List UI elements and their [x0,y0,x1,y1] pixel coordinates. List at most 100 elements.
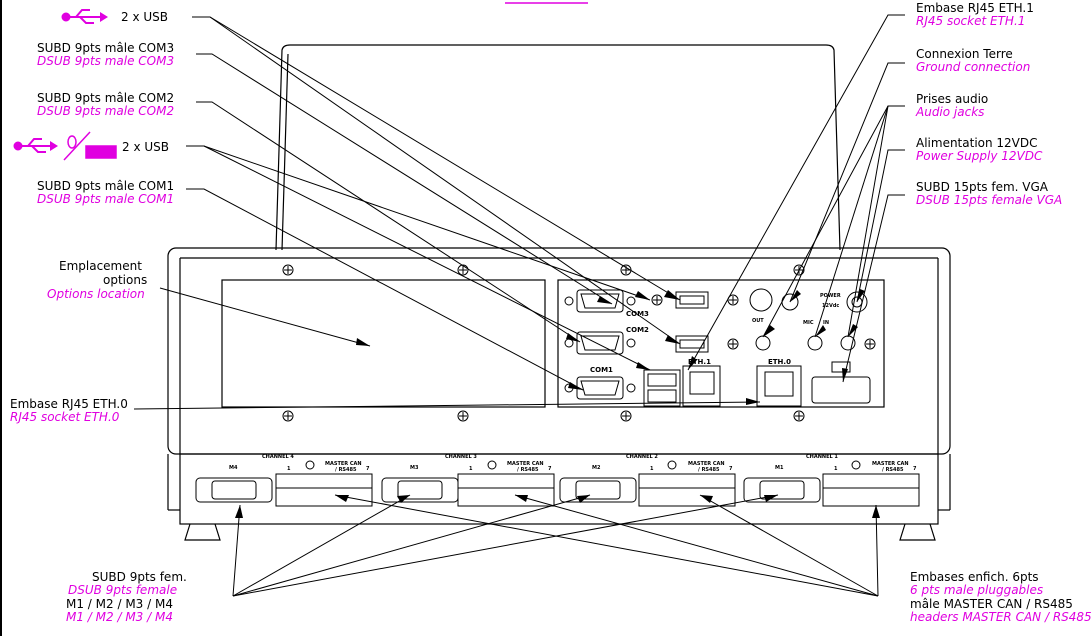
power-label-fr: Alimentation 12VDC [916,136,1038,150]
io-connectors [643,288,871,407]
left-callouts: 2 x USB SUBD 9pts mâle COM3 DSUB 9pts ma… [10,10,187,624]
usb-mid-label: 2 x USB [122,140,169,154]
com2-label-fr: SUBD 9pts mâle COM2 [37,91,174,105]
master-can-label: MASTER CAN [688,461,725,467]
usb-port-top-2 [675,335,709,353]
options-label-fr-2: options [103,273,147,287]
screw-icon [793,410,805,422]
com3-label-en: DSUB 9pts male COM3 [37,54,174,68]
com2-label: COM2 [626,326,649,334]
rs485-label: / RS485 [517,467,539,473]
module-label: M4 [229,465,238,471]
device-outline [167,44,951,541]
com1-label: COM1 [590,366,613,374]
audio-label-fr: Prises audio [916,92,988,106]
subd-label-fr: SUBD 9pts fem. [92,570,187,584]
channel-label: CHANNEL 1 [806,454,838,460]
subd-models-label-en: M1 / M2 / M3 / M4 [66,610,173,624]
screw-icon [282,410,294,422]
arrowheads [235,289,880,518]
ground-label-fr: Connexion Terre [916,47,1013,61]
leader-lines [133,14,905,597]
usb-icon [61,9,108,24]
com2-label-en: DSUB 9pts male COM2 [37,104,174,118]
pin-7-label: 7 [729,466,733,472]
panel-labels: COM3 COM2 COM1 ETH.1 ETH.0 OUT MIC IN PO… [590,293,841,374]
usb-top-label: 2 x USB [121,10,168,24]
master-can-header-2 [638,473,736,507]
ground-symbol-icon [749,288,773,312]
mouse-keyboard-icon [63,131,117,161]
out-label: OUT [752,318,764,324]
m1-dsub-connector [743,477,821,503]
channel-label: CHANNEL 3 [445,454,477,460]
pin-7-label: 7 [913,466,917,472]
audio-out-jack [755,335,771,351]
com3-label-fr: SUBD 9pts mâle COM3 [37,41,174,55]
m4-dsub-connector [195,477,273,503]
pin-1-label: 1 [469,466,473,472]
vga-label-en: DSUB 15pts female VGA [916,193,1062,207]
power-12vdc-socket [846,291,868,313]
module-label: M1 [775,465,784,471]
master-can-label: MASTER CAN [325,461,362,467]
com-ports [564,289,636,400]
power-voltage-label: 12Vdc [822,303,839,309]
right-callouts: Embase RJ45 ETH.1 RJ45 socket ETH.1 Conn… [910,1,1091,624]
vga-label-fr: SUBD 15pts fem. VGA [916,180,1049,194]
can-label-fr-1: Embases enfich. 6pts [910,570,1039,584]
screw-icon [282,264,294,276]
eth0-label: ETH.0 [768,358,791,366]
com1-label-fr: SUBD 9pts mâle COM1 [37,179,174,193]
subd-label-en: DSUB 9pts female [68,583,177,597]
channel-label: CHANNEL 4 [262,454,294,460]
vga-dsub15-connector [811,376,871,404]
in-label: IN [823,320,829,326]
can-label-en-2: headers MASTER CAN / RS485 [910,610,1091,624]
channel-connectors [195,460,920,507]
eth1-label-fr: Embase RJ45 ETH.1 [916,1,1034,15]
mic-label: MIC [803,320,814,326]
pin-1-label: 1 [287,466,291,472]
subd-models-label: M1 / M2 / M3 / M4 [66,597,173,611]
pin-1-label: 1 [650,466,654,472]
channel-label: CHANNEL 2 [626,454,658,460]
m2-dsub-connector [559,477,637,503]
rs485-label: / RS485 [698,467,720,473]
screws [282,264,876,422]
eth0-label-en: RJ45 socket ETH.0 [10,410,120,424]
com2-dsub-connector [564,331,636,355]
module-label: M3 [410,465,419,471]
screw-icon [651,294,663,306]
screw-icon [620,410,632,422]
usb-port-top-1 [675,291,709,309]
eth1-label-en: RJ45 socket ETH.1 [916,14,1025,28]
screw-icon [457,410,469,422]
master-can-header-4 [275,473,373,507]
audio-label-en: Audio jacks [915,105,984,119]
eth0-rj45-socket [756,365,802,407]
options-label-fr-1: Emplacement [59,259,142,273]
module-label: M2 [592,465,601,471]
eth1-label: ETH.1 [688,358,711,366]
master-can-header-3 [457,473,555,507]
audio-in-jack [840,335,856,351]
ground-label-en: Ground connection [916,60,1030,74]
rs485-label: / RS485 [335,467,357,473]
can-label-fr-2: mâle MASTER CAN / RS485 [910,597,1073,611]
pin-1-label: 1 [834,466,838,472]
pin-7-label: 7 [366,466,370,472]
usb-port-stack [643,369,681,407]
channel-labels: CHANNEL 4 M4 1 7 MASTER CAN / RS485 CHAN… [229,454,917,473]
com1-label-en: DSUB 9pts male COM1 [37,192,174,206]
screw-icon [864,338,876,350]
audio-mic-jack [807,335,823,351]
can-label-en-1: 6 pts male pluggables [910,583,1043,597]
pin-7-label: 7 [548,466,552,472]
power-label-en: Power Supply 12VDC [916,149,1043,163]
options-label-en: Options location [47,287,145,301]
master-can-label: MASTER CAN [872,461,909,467]
master-can-label: MASTER CAN [507,461,544,467]
rs485-label: / RS485 [882,467,904,473]
